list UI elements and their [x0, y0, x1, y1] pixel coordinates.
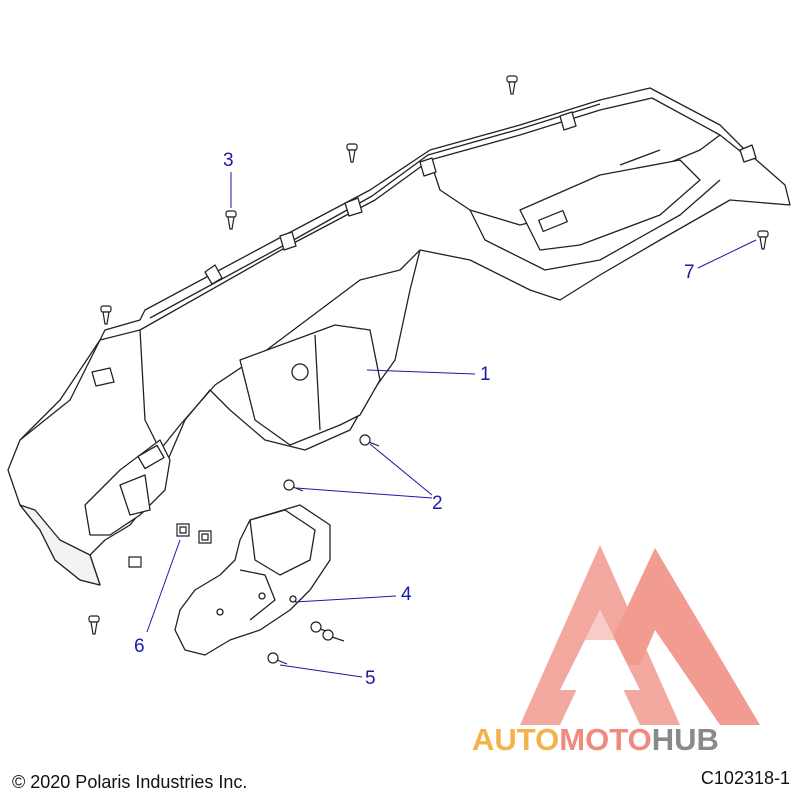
screw — [283, 479, 304, 492]
leader-lines — [146, 172, 757, 678]
watermark-auto: AUTO — [472, 722, 560, 757]
callout-1: 1 — [480, 364, 491, 385]
callout-3: 3 — [223, 150, 234, 171]
push-rivet — [506, 75, 518, 95]
lower-cover — [174, 504, 331, 656]
clip-nut — [198, 530, 212, 544]
screw — [322, 629, 345, 642]
callout-6: 6 — [134, 636, 145, 657]
callout-4: 4 — [401, 584, 412, 605]
clip-nut — [128, 556, 142, 568]
push-rivet — [100, 305, 112, 325]
push-rivet — [757, 230, 769, 250]
watermark-logo — [520, 545, 760, 725]
callout-7: 7 — [684, 262, 695, 283]
watermark-moto: MOTO — [559, 722, 652, 757]
watermark-text: AUTOMOTOHUB — [472, 722, 719, 758]
push-rivet — [88, 615, 100, 635]
copyright-text: © 2020 Polaris Industries Inc. — [12, 772, 248, 792]
watermark-hub: HUB — [651, 722, 719, 757]
screw — [267, 652, 288, 665]
callout-5: 5 — [365, 668, 376, 689]
figure-code: C102318-1 — [700, 768, 790, 788]
push-rivet — [225, 210, 237, 230]
callout-2: 2 — [432, 493, 443, 514]
fasteners — [88, 75, 769, 665]
clip-nut — [176, 523, 190, 537]
screw — [359, 434, 380, 447]
push-rivet — [346, 143, 358, 163]
dash-panel — [7, 87, 791, 586]
